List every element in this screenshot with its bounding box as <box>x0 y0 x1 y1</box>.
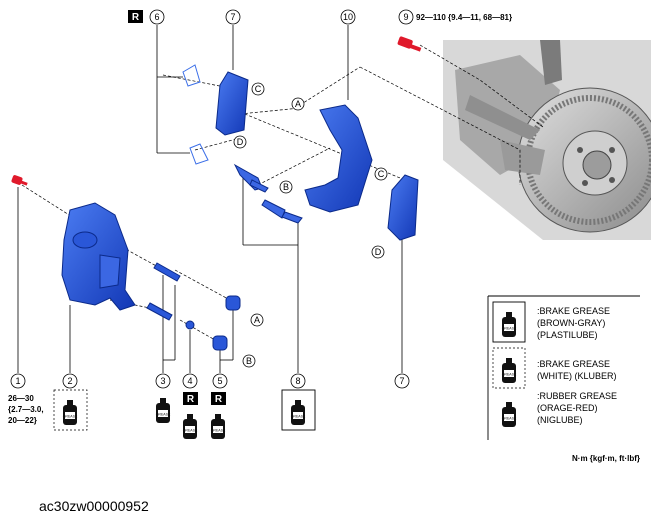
callout-7-bottom: 7 <box>394 373 410 389</box>
torque-bolt-9: 92—110 {9.4—11, 68—81} <box>416 13 512 22</box>
svg-text:9: 9 <box>403 12 408 22</box>
svg-text:C: C <box>378 169 385 179</box>
callout-2: 2 <box>62 373 78 389</box>
svg-text:7: 7 <box>230 12 235 22</box>
replace-badge-4: R <box>183 392 198 405</box>
svg-text:D: D <box>375 247 382 257</box>
clip-part <box>233 163 303 224</box>
callout-5: 5 <box>212 373 228 389</box>
grease-box-8 <box>281 389 316 431</box>
units-label: N·m {kgf·m, ft·lbf} <box>572 454 640 463</box>
mark-c-right: C <box>374 167 388 181</box>
boot-part <box>212 295 241 351</box>
svg-text:10: 10 <box>343 12 353 22</box>
svg-text:A: A <box>254 315 260 325</box>
torque-bolt-1-line3: 20—22} <box>8 416 37 425</box>
callout-9: 9 <box>398 9 414 25</box>
mark-a-bottom: A <box>250 313 264 327</box>
svg-text:4: 4 <box>187 376 192 386</box>
svg-text:R: R <box>215 394 223 405</box>
svg-text:A: A <box>295 99 301 109</box>
grease-box-2 <box>53 389 88 431</box>
svg-text:R: R <box>187 394 195 405</box>
callout-3: 3 <box>155 373 171 389</box>
svg-text:6: 6 <box>154 12 159 22</box>
legend-1-line3: (PLASTILUBE) <box>537 330 598 340</box>
callout-1: 1 <box>10 373 26 389</box>
svg-text:8: 8 <box>295 376 300 386</box>
grease-can-4 <box>182 414 198 439</box>
inner-pad-part <box>215 71 249 136</box>
legend-3-line1: :RUBBER GREASE <box>537 391 617 401</box>
bolt-1-icon <box>11 175 28 186</box>
legend-1-line2: (BROWN-GRAY) <box>537 318 605 328</box>
mark-d-right: D <box>371 245 385 259</box>
caliper-part <box>61 202 136 311</box>
legend-2-line2: (WHITE) (KLUBER) <box>537 371 617 381</box>
torque-bolt-1-line1: 26—30 <box>8 394 34 403</box>
svg-text:D: D <box>237 137 244 147</box>
bolt-9-icon <box>397 36 422 52</box>
callout-8: 8 <box>290 373 306 389</box>
svg-text:C: C <box>255 84 262 94</box>
grease-can-3 <box>155 398 171 423</box>
replace-badge-5: R <box>211 392 226 405</box>
svg-text:B: B <box>283 182 289 192</box>
svg-text:5: 5 <box>217 376 222 386</box>
outer-pad-part <box>387 174 419 241</box>
svg-text:3: 3 <box>160 376 165 386</box>
legend-3-line3: (NIGLUBE) <box>537 415 583 425</box>
bracket-part <box>304 104 373 213</box>
callout-6: 6 <box>149 9 165 25</box>
hub-knuckle-image <box>443 40 651 240</box>
svg-text:7: 7 <box>399 376 404 386</box>
svg-text:R: R <box>132 12 140 23</box>
replace-badge-top: R <box>128 10 143 23</box>
mark-c-top: C <box>251 82 265 96</box>
figure-caption: ac30zw00000952 <box>39 498 149 514</box>
legend-2-line1: :BRAKE GREASE <box>537 359 610 369</box>
mark-b-bottom: B <box>242 354 256 368</box>
mark-a-bracket: A <box>291 97 305 111</box>
callout-7-top: 7 <box>225 9 241 25</box>
svg-text:B: B <box>246 356 252 366</box>
grease-legend: :BRAKE GREASE (BROWN-GRAY) (PLASTILUBE) … <box>487 295 640 440</box>
svg-text:1: 1 <box>15 376 20 386</box>
small-pin-part <box>185 320 195 330</box>
callout-4: 4 <box>182 373 198 389</box>
mark-b-bracket: B <box>279 180 293 194</box>
callout-10: 10 <box>340 9 356 25</box>
svg-text:2: 2 <box>67 376 72 386</box>
leader-lines <box>17 25 403 373</box>
legend-1-line1: :BRAKE GREASE <box>537 306 610 316</box>
legend-3-line2: (ORAGE-RED) <box>537 403 598 413</box>
mark-d-top: D <box>233 135 247 149</box>
shim-outline <box>182 64 209 165</box>
torque-bolt-1-line2: {2.7—3.0, <box>8 405 44 414</box>
grease-can-5 <box>210 414 226 439</box>
guide-pin-part <box>146 262 181 321</box>
